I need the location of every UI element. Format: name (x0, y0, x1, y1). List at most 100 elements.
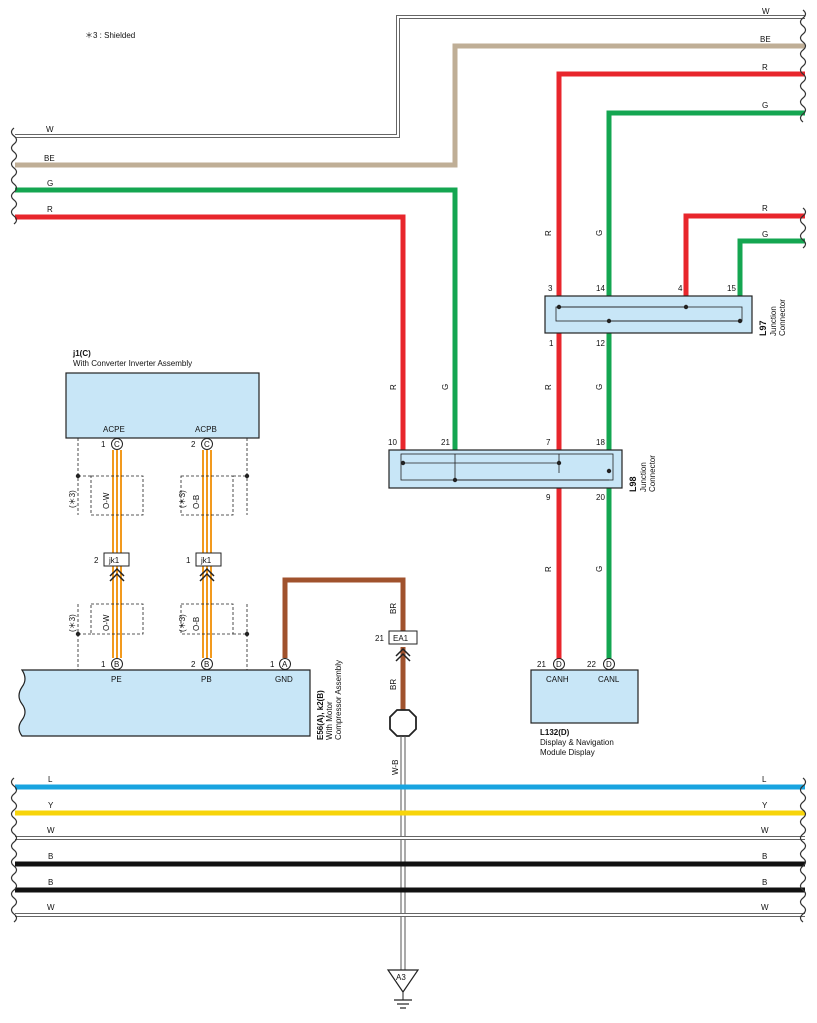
l97-pin-15: 15 (727, 284, 736, 293)
e56-conn-b2: B (204, 660, 209, 669)
break-left-bus (10, 777, 18, 923)
l132-conn-d1: D (556, 660, 562, 669)
wire-be (15, 43, 805, 168)
j1-name: With Converter Inverter Assembly (73, 359, 192, 368)
l98-junction-connector: 10 21 7 18 9 20 L98 Junction Connector (388, 438, 657, 502)
j1-pin-2: 2 (191, 440, 196, 449)
shield-dot-2 (244, 473, 250, 479)
l132-name-2: Module Display (540, 748, 595, 757)
bus-l-right: L (762, 775, 767, 784)
jk1-a-pin: 2 (94, 556, 99, 565)
l97-pin-3: 3 (548, 284, 553, 293)
j1-pin-1: 1 (101, 440, 106, 449)
bus-lines (15, 784, 805, 917)
jk1-connector-a: jk1 2 (94, 552, 130, 582)
jk1-a-label: jk1 (108, 556, 120, 565)
l132-pin-21: 21 (537, 660, 546, 669)
shield-dashes (77, 438, 248, 670)
l98-pin-20: 20 (596, 493, 605, 502)
label-r-top: R (762, 63, 768, 72)
shield-dot-1 (75, 473, 81, 479)
l98-name-1: Junction (639, 462, 648, 492)
shield-dot-4 (244, 631, 250, 637)
l98-pin-21: 21 (441, 438, 450, 447)
l132-canl: CANL (598, 675, 620, 684)
l98-ref: L98 (628, 476, 638, 492)
l97-pin-14: 14 (596, 284, 605, 293)
shield-label-4: (＊3) (178, 614, 187, 632)
shielded-note: ＊3 : Shielded (85, 31, 135, 40)
label-br-top: BR (389, 603, 398, 614)
wire-w-top (15, 15, 805, 138)
shield-label-1: (＊3) (68, 490, 77, 508)
e56-motor-compressor: B B A 1 2 1 PE PB GND E56(A), k2(B) With… (18, 658, 343, 740)
e56-conn-b1: B (114, 660, 119, 669)
shield-dot-3 (75, 631, 81, 637)
bus-b1-right: B (762, 852, 767, 861)
wire-br (282, 577, 406, 658)
label-r-v2: R (389, 384, 398, 390)
bus-y-left: Y (48, 801, 54, 810)
l132-display-module: D D 21 22 CANH CANL L132(D) Display & Na… (530, 658, 639, 757)
e56-name-1: With Motor (325, 701, 334, 740)
shield-label-3: (＊3) (68, 614, 77, 632)
wire-r-left (15, 214, 406, 452)
label-be-top: BE (760, 35, 771, 44)
ea1-label: EA1 (393, 634, 409, 643)
wire-g-top (606, 110, 805, 298)
l97-pin-1: 1 (549, 339, 554, 348)
label-be-left: BE (44, 154, 55, 163)
break-right-top (799, 9, 807, 123)
wire-g-l97 (737, 238, 805, 298)
l132-pin-22: 22 (587, 660, 596, 669)
break-left-top (10, 127, 18, 225)
l132-conn-d2: D (606, 660, 612, 669)
e56-pe: PE (111, 675, 122, 684)
jk1-b-pin: 1 (186, 556, 191, 565)
wire-r-top (556, 71, 805, 298)
l97-pin-12: 12 (596, 339, 605, 348)
bus-w2-right: W (761, 903, 769, 912)
label-ow-bottom: O-W (102, 614, 111, 631)
e56-pin-gnd: 1 (270, 660, 275, 669)
l98-pin-18: 18 (596, 438, 605, 447)
bus-y-right: Y (762, 801, 768, 810)
l97-ref: L97 (758, 320, 768, 336)
ground-splice-octagon (389, 709, 417, 737)
j1-acpe: ACPE (103, 425, 125, 434)
e56-name-2: Compressor Assembly (334, 660, 343, 740)
ground-label: A3 (396, 973, 406, 982)
label-ob-bottom: O-B (192, 617, 201, 631)
break-right-bus (799, 777, 807, 923)
break-right-mid (799, 207, 807, 249)
e56-pb: PB (201, 675, 212, 684)
l97-name-2: Connector (778, 299, 787, 336)
label-g-top: G (762, 101, 768, 110)
label-g-v3: G (595, 384, 604, 390)
l132-ref: L132(D) (540, 728, 570, 737)
l98-name-2: Connector (648, 455, 657, 492)
label-r-l97: R (762, 204, 768, 213)
l132-canh: CANH (546, 675, 569, 684)
l97-name-1: Junction (769, 306, 778, 336)
l97-pin-4: 4 (678, 284, 683, 293)
label-br-bottom: BR (389, 679, 398, 690)
l132-name-1: Display & Navigation (540, 738, 614, 747)
label-r-left: R (47, 205, 53, 214)
wire-wb (400, 736, 406, 970)
label-w-top: W (762, 7, 770, 16)
j1-acpb: ACPB (195, 425, 217, 434)
shield-label-2: (＊3) (178, 490, 187, 508)
e56-ref: E56(A), k2(B) (316, 690, 325, 740)
e56-gnd: GND (275, 675, 293, 684)
ground-a3: A3 (386, 969, 420, 1009)
bus-b2-right: B (762, 878, 767, 887)
label-g-v2: G (441, 384, 450, 390)
label-r-v4: R (544, 566, 553, 572)
ea1-pin: 21 (375, 634, 384, 643)
l97-junction-connector: 3 14 4 15 1 12 L97 Junction Connector (544, 284, 787, 348)
bus-w2-left: W (47, 903, 55, 912)
wire-r-l97 (683, 213, 805, 298)
bus-l-left: L (48, 775, 53, 784)
